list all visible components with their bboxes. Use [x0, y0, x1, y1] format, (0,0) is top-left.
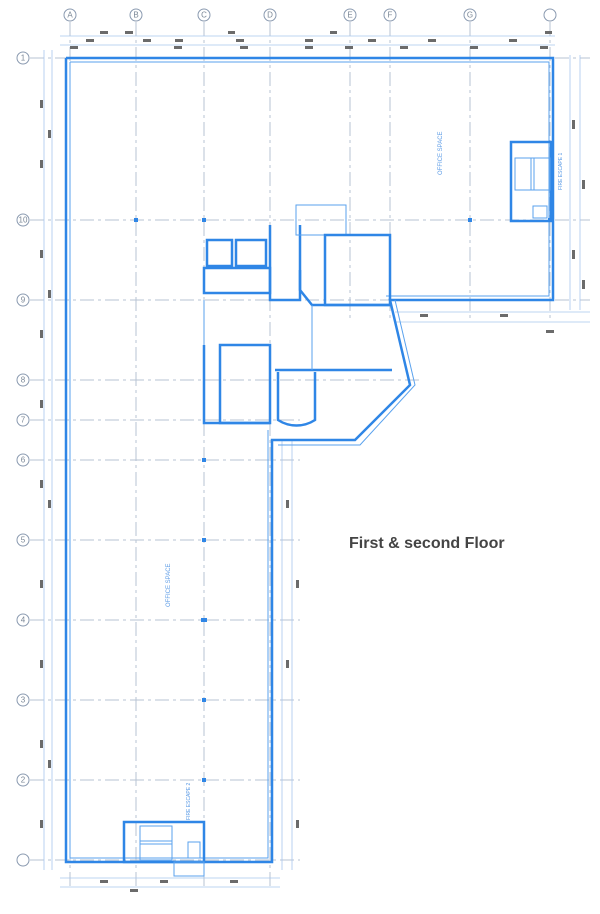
- grid-label-8: 8: [21, 376, 26, 385]
- grid-label-g: G: [467, 11, 473, 20]
- grid-label-b: B: [133, 11, 138, 20]
- grid-label-5: 5: [21, 536, 26, 545]
- grid-label-1: 1: [21, 54, 26, 63]
- grid-label-7: 7: [21, 416, 26, 425]
- grid-label-10: 10: [19, 216, 28, 225]
- room-label-office-top: OFFICE SPACE: [438, 131, 444, 175]
- grid-column-bubbles: A B C D E F G: [63, 8, 557, 22]
- room-label-fire-escape-1: FIRE ESCAPE 1: [558, 153, 564, 190]
- grid-label-e: E: [347, 11, 352, 20]
- grid-label-9: 9: [21, 296, 26, 305]
- fire-escape-2: [122, 820, 206, 877]
- grid-label-f: F: [388, 11, 393, 20]
- building-core: [202, 204, 392, 427]
- grid-label-6: 6: [21, 456, 26, 465]
- grid-row-bubbles: 1 10 9 8 7 6 5 4 3 2: [16, 51, 30, 867]
- grid-label-4: 4: [21, 616, 26, 625]
- room-label-office-bottom: OFFICE SPACE: [166, 563, 172, 607]
- columns: [134, 218, 552, 782]
- grid-lines: [30, 22, 590, 890]
- dimension-lines: [43, 35, 590, 888]
- grid-label-c: C: [201, 11, 207, 20]
- fire-escape-1: [509, 140, 553, 223]
- grid-label-3: 3: [21, 696, 26, 705]
- room-label-fire-escape-2: FIRE ESCAPE 2: [186, 783, 192, 820]
- drawing-title: First & second Floor: [349, 535, 505, 552]
- grid-label-2: 2: [21, 776, 26, 785]
- grid-label-d: D: [267, 11, 273, 20]
- curtain-wall: [278, 299, 416, 446]
- dimension-tags: [40, 31, 585, 892]
- grid-label-a: A: [67, 11, 73, 20]
